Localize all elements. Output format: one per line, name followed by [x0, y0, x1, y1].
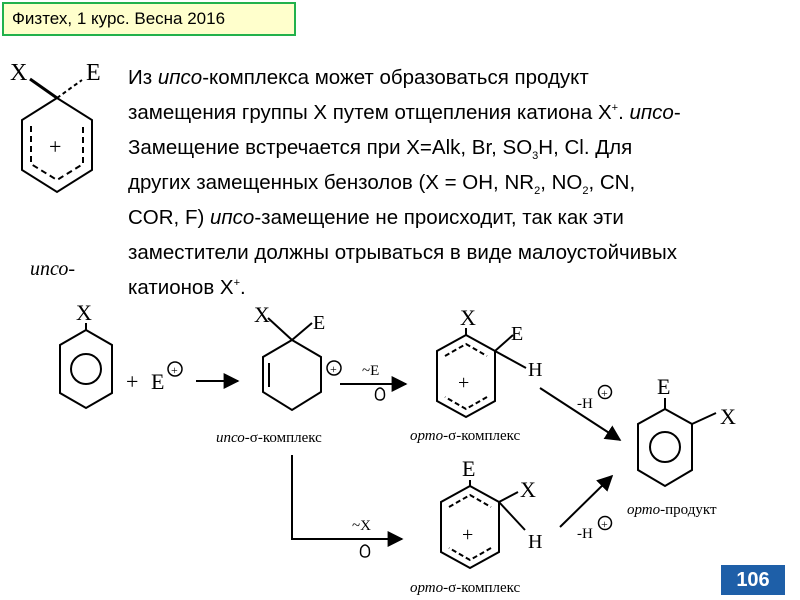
minus-h-top-charge: +	[601, 386, 608, 400]
para-line-1: Из ипсо-комплекса может образоваться про…	[128, 60, 788, 95]
text-run: Замещение встречается при X=Alk, Br, SO	[128, 136, 533, 159]
ortho1-h-label: H	[528, 359, 542, 381]
text-run: , NO	[540, 171, 583, 194]
minus-h-bottom-charge-circle	[597, 515, 613, 531]
arrow-minus-x	[291, 455, 404, 547]
ortho2-h-label: H	[528, 531, 542, 553]
ortho-product: E X орто-продукт	[627, 374, 736, 518]
ipso-term: ипсо	[629, 101, 674, 124]
minus-x-label: ~X	[352, 518, 371, 534]
subscript: 2	[534, 185, 541, 198]
subscript: 2	[582, 185, 589, 198]
electrophile-charge-circle	[167, 361, 183, 377]
cation-charge: +	[611, 102, 619, 115]
slide-header: Физтех, 1 курс. Весна 2016	[2, 2, 296, 36]
ortho2-x-label: X	[520, 477, 536, 502]
para-line-7: катионов X+.	[128, 270, 788, 305]
product-x-label: X	[720, 404, 736, 429]
product-caption: орто-продукт	[627, 502, 717, 518]
product-e-label: E	[657, 374, 670, 399]
text-run: .	[618, 101, 630, 124]
text-run: .	[240, 276, 246, 299]
electrophile-e-label: E	[151, 369, 164, 394]
page-number-badge: 106	[721, 565, 785, 595]
caption-part: -комплекс	[456, 580, 520, 596]
ortho2-caption: орто-σ-комплекс	[410, 580, 521, 596]
caption-part: -комплекс	[456, 428, 520, 444]
top-ipso-complex: X E + ипсо-	[10, 60, 101, 280]
ortho2-e-label: E	[462, 456, 475, 481]
ipso-term: ипсо	[157, 66, 203, 89]
minus-h-top-charge-circle	[597, 384, 613, 400]
cation-charge: +	[233, 277, 241, 290]
caption-part: ипсо-	[216, 430, 250, 446]
arrow-minus-h-bottom	[559, 474, 614, 528]
minus-e-label: ~E	[362, 363, 379, 379]
reactant-benzene: X	[59, 300, 113, 410]
ortho-sigma-complex-bottom: E X H + орто-σ-комплекс	[410, 456, 542, 596]
ortho1-plus-label: +	[458, 372, 469, 394]
ipso-caption: ипсо-σ-комплекс	[216, 430, 322, 446]
ipso-charge: +	[330, 362, 337, 376]
text-run: -	[673, 101, 681, 124]
text-run: Из	[128, 66, 158, 89]
minus-h-bottom-label: -H	[577, 526, 593, 542]
caption-part: орто-	[627, 502, 665, 518]
ortho1-caption: орто-σ-комплекс	[410, 428, 521, 444]
ortho-sigma-complex-top: X E H + орто-σ-комплекс	[410, 305, 542, 444]
ortho2-plus-label: +	[462, 524, 473, 546]
caption-sigma: σ	[448, 428, 456, 444]
text-run: , CN,	[588, 171, 636, 194]
top-x-label: X	[10, 60, 27, 86]
ipso-x-label: X	[254, 302, 270, 327]
caption-part: продукт	[665, 502, 717, 518]
page-number: 106	[736, 569, 770, 591]
plus-sign: +	[126, 369, 138, 394]
droplet-icon	[374, 387, 386, 401]
caption-sigma: σ	[448, 580, 456, 596]
para-line-3: Замещение встречается при X=Alk, Br, SO3…	[128, 130, 788, 165]
caption-part: -комплекс	[258, 430, 322, 446]
text-run: замещения группы X путем отщепления кати…	[128, 101, 612, 124]
top-plus-label: +	[49, 134, 61, 159]
droplet-icon	[359, 544, 371, 558]
para-line-2: замещения группы X путем отщепления кати…	[128, 95, 788, 130]
text-run: -комплекса может образоваться продукт	[202, 66, 589, 89]
para-line-6: заместители должны отрываться в виде мал…	[128, 241, 678, 264]
text-run: катионов X	[128, 276, 234, 299]
arrow-minus-h-top	[539, 387, 622, 441]
para-line-4: других замещенных бензолов (X = OH, NR2,…	[128, 165, 788, 200]
top-e-label: E	[86, 60, 101, 86]
text-run: H, Cl. Для	[538, 136, 633, 159]
top-ipso-caption: ипсо-	[30, 258, 75, 280]
slide-title: Физтех, 1 курс. Весна 2016	[12, 9, 226, 28]
minus-h-top-label: -H	[577, 396, 593, 412]
caption-part: орто-	[410, 580, 448, 596]
ipso-charge-circle	[326, 360, 342, 376]
ortho1-e-label: E	[511, 323, 523, 345]
electrophile-charge: +	[171, 363, 178, 377]
para-line-5: COR, F) ипсо-замещение не происходит, та…	[128, 200, 788, 235]
reactant-x-label: X	[76, 300, 92, 325]
minus-h-bottom-charge: +	[601, 517, 608, 531]
explanation-paragraph: Из ипсо-комплекса может образоваться про…	[128, 60, 788, 305]
subscript: 3	[532, 150, 539, 163]
caption-sigma: σ	[250, 430, 258, 446]
ipso-e-label: E	[313, 312, 325, 334]
text-run: других замещенных бензолов (X = OH, NR	[128, 171, 535, 194]
text-run: -замещение не происходит, так как эти	[254, 206, 624, 229]
ipso-term: ипсо	[210, 206, 255, 229]
ipso-sigma-complex: X E + ипсо-σ-комплекс	[216, 302, 342, 446]
text-run: COR, F)	[128, 206, 210, 229]
caption-part: орто-	[410, 428, 448, 444]
ortho1-x-label: X	[460, 305, 476, 330]
